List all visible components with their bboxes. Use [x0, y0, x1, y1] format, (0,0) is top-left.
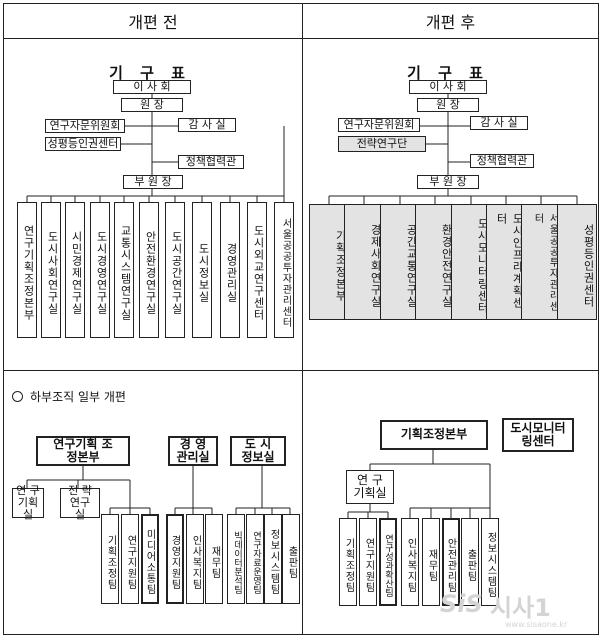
after-audit: 감 사 실: [470, 116, 528, 130]
ll-strategy: 전 략 연구실: [60, 484, 100, 521]
bullet-circle-icon: [12, 391, 23, 402]
after-unit: 도시모니터링센터: [451, 204, 491, 320]
header-before: 개편 전: [128, 13, 178, 32]
before-advisory: 연구자문위원회: [45, 119, 125, 133]
after-president: 원 장: [417, 98, 479, 112]
lr-unit: 연구지원팀: [359, 518, 377, 606]
ll-unit: 미디어소통팀: [141, 514, 159, 604]
after-advisory: 연구자문위원회: [338, 118, 420, 132]
before-unit: 안전환경연구실: [139, 202, 159, 338]
after-unit: 도시인프라계획센터: [486, 204, 526, 320]
ll-unit: 연구지원팀: [121, 514, 139, 604]
lower-caption: 하부조직 일부 개편: [30, 390, 126, 404]
before-unit: 도시외교연구센터: [247, 202, 267, 338]
ll-unit: 기획조정팀: [101, 514, 119, 604]
lr-unit: 재무팀: [422, 518, 440, 606]
before-unit: 서울공공투자관리센터: [274, 202, 294, 338]
lr-research-planning: 연 구 기획실: [346, 470, 394, 504]
before-unit: 도시공간연구실: [165, 202, 185, 338]
lr-unit: 인사복지팀: [401, 518, 419, 606]
before-audit: 감 사 실: [178, 118, 236, 132]
lr-unit: 정보시스템팀: [481, 518, 499, 606]
after-unit: 기획조정본부: [309, 204, 349, 320]
ll-unit: 정보시스템팀: [264, 514, 282, 604]
before-unit: 교통시스템연구실: [114, 202, 134, 338]
header-after: 개편 후: [425, 13, 476, 32]
watermark-url: www.sisaone.kr: [505, 620, 568, 629]
ll-unit: 출판팀: [282, 514, 300, 604]
before-vice: 부 원 장: [123, 175, 183, 189]
after-board: 이 사 회: [409, 80, 487, 94]
ll-group-info: 도 시 정보실: [230, 436, 286, 466]
after-vice: 부 원 장: [417, 175, 479, 189]
lr-unit: 기획조정팀: [339, 518, 357, 606]
ll-research-planning: 연 구 기획실: [12, 484, 44, 521]
after-unit: 환경안전연구실: [415, 204, 455, 320]
before-unit: 도시사회연구실: [41, 202, 61, 338]
lr-unit: 출판팀: [461, 518, 479, 606]
lr-unit: 안전관리팀: [442, 518, 460, 606]
lr-group-monitoring: 도시모니터링센터: [502, 418, 574, 452]
after-unit: 경제사회연구실: [344, 204, 384, 320]
after-unit: 성평등인권센터: [557, 204, 597, 320]
ll-group-management: 경 영 관리실: [168, 436, 218, 466]
before-unit: 경영관리실: [220, 202, 240, 338]
after-strategy: 전략연구단: [338, 136, 426, 152]
after-policy-coop: 정책협력관: [470, 154, 534, 168]
before-unit: 도시경영연구실: [90, 202, 110, 338]
before-unit: 연구기획조정본부: [17, 202, 37, 338]
before-gender-center: 성평등인권센터: [45, 137, 121, 151]
watermark-logo: SiS: [440, 590, 483, 618]
ll-unit: 경영지원팀: [166, 514, 184, 604]
ll-group-planning: 연구기획 조정본부: [36, 436, 130, 466]
lr-group-planning: 기획조정본부: [380, 420, 488, 450]
lr-unit: 연구성과확산팀: [379, 518, 397, 606]
ll-unit: 연구자료운영팀: [246, 514, 264, 604]
after-unit: 공간교통연구실: [380, 204, 420, 320]
ll-unit: 빅데이터분석팀: [227, 514, 245, 604]
ll-unit: 재무팀: [205, 514, 223, 604]
watermark-brand: 시사1: [490, 594, 551, 622]
before-policy-coop: 정책협력관: [178, 155, 244, 169]
after-title: 기 구 표: [407, 64, 489, 82]
before-board: 이 사 회: [113, 80, 191, 94]
before-unit: 도시정보실: [192, 202, 212, 338]
before-unit: 시민경제연구실: [65, 202, 85, 338]
ll-unit: 인사복지팀: [186, 514, 204, 604]
after-unit: 서울공공투자관리센터: [521, 204, 561, 320]
before-title: 기 구 표: [109, 64, 191, 82]
before-president: 원 장: [121, 98, 183, 112]
